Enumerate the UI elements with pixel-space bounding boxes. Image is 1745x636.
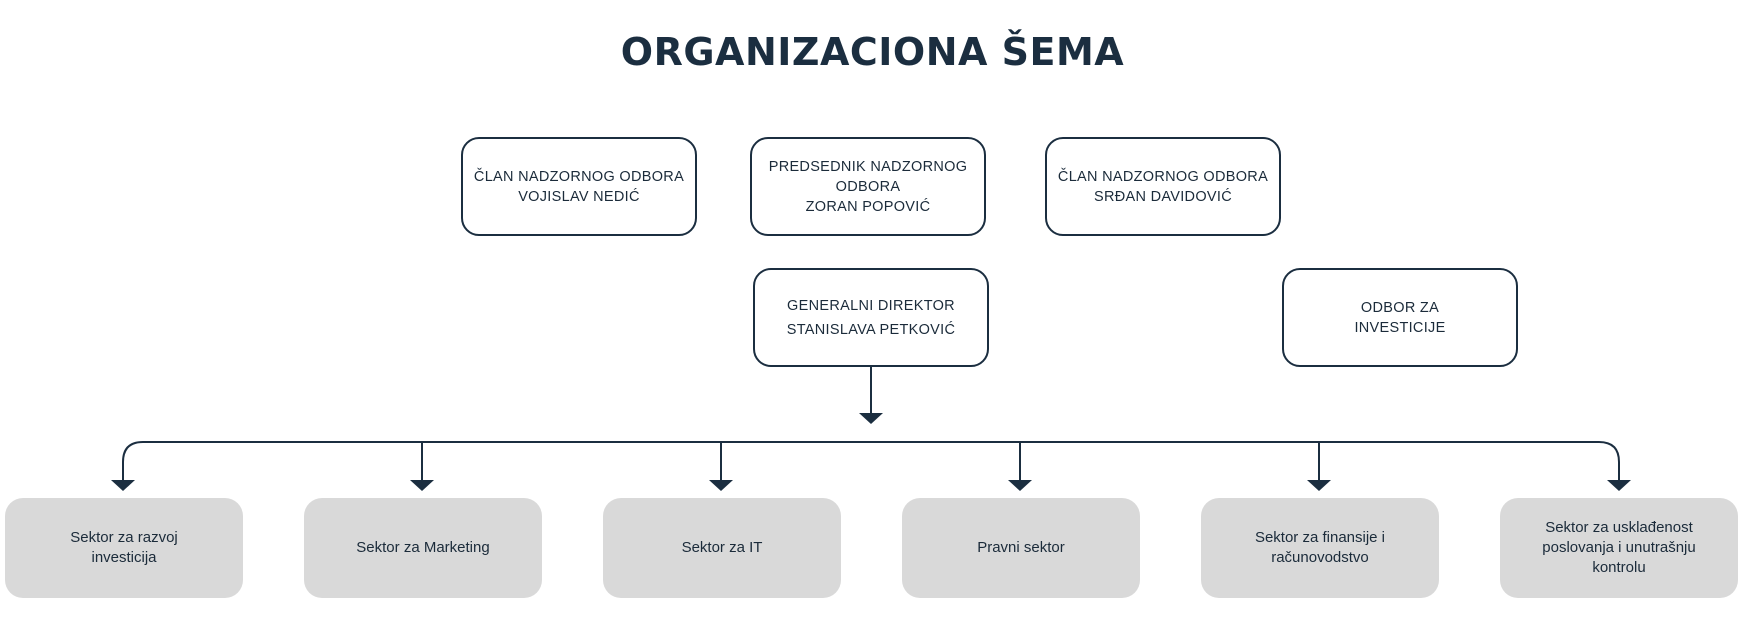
- arrowhead-sector-4: [1008, 480, 1032, 491]
- sector-5-line-1: Sektor za finansije i: [1254, 529, 1386, 546]
- sector-box-compliance-control: Sektor za usklađenost poslovanja i unutr…: [1500, 498, 1738, 598]
- sector-2-line-1: Sektor za Marketing: [356, 539, 490, 556]
- arrowhead-sector-6: [1607, 480, 1631, 491]
- general-director-box: GENERALNI DIREKTOR STANISLAVA PETKOVIĆ: [753, 268, 989, 367]
- investment-board-box: ODBOR ZA INVESTICIJE: [1282, 268, 1518, 367]
- board-president-name: ZORAN POPOVIĆ: [805, 198, 931, 215]
- sector-box-finance-accounting: Sektor za finansije i računovodstvo: [1201, 498, 1439, 598]
- arrowhead-sector-1: [111, 480, 135, 491]
- investment-board-line-2: INVESTICIJE: [1354, 319, 1446, 336]
- sector-box-marketing: Sektor za Marketing: [304, 498, 542, 598]
- sector-6-line-3: kontrolu: [1592, 559, 1646, 576]
- general-director-role: GENERALNI DIREKTOR: [787, 297, 955, 314]
- arrowhead-sector-3: [709, 480, 733, 491]
- investment-board-line-1: ODBOR ZA: [1360, 299, 1440, 316]
- sector-3-line-1: Sektor za IT: [681, 539, 763, 556]
- director-arrowhead: [859, 413, 883, 424]
- board-right-role: ČLAN NADZORNOG ODBORA: [1057, 168, 1269, 185]
- board-left-role: ČLAN NADZORNOG ODBORA: [473, 168, 685, 185]
- horizontal-bus-line: [122, 441, 1620, 487]
- board-member-box-left: ČLAN NADZORNOG ODBORA VOJISLAV NEDIĆ: [461, 137, 697, 236]
- sector-5-line-2: računovodstvo: [1271, 549, 1369, 566]
- arrowhead-sector-5: [1307, 480, 1331, 491]
- sector-box-investment-development: Sektor za razvoj investicija: [5, 498, 243, 598]
- board-president-role-2: ODBORA: [835, 178, 901, 195]
- sector-6-line-1: Sektor za usklađenost: [1545, 519, 1693, 536]
- sector-1-line-1: Sektor za razvoj: [70, 529, 178, 546]
- sector-1-line-2: investicija: [91, 549, 157, 566]
- board-left-name: VOJISLAV NEDIĆ: [518, 188, 640, 205]
- board-right-name: SRĐAN DAVIDOVIĆ: [1094, 188, 1232, 205]
- sector-box-it: Sektor za IT: [603, 498, 841, 598]
- sector-box-legal: Pravni sektor: [902, 498, 1140, 598]
- board-president-box: PREDSEDNIK NADZORNOG ODBORA ZORAN POPOVI…: [750, 137, 986, 236]
- sector-4-line-1: Pravni sektor: [977, 539, 1065, 556]
- sector-6-line-2: poslovanja i unutrašnju: [1542, 539, 1696, 556]
- board-president-role-1: PREDSEDNIK NADZORNOG: [768, 158, 968, 175]
- general-director-name: STANISLAVA PETKOVIĆ: [786, 321, 956, 338]
- board-member-box-right: ČLAN NADZORNOG ODBORA SRĐAN DAVIDOVIĆ: [1045, 137, 1281, 236]
- arrowhead-sector-2: [410, 480, 434, 491]
- chart-title: ORGANIZACIONA ŠEMA: [620, 30, 1125, 74]
